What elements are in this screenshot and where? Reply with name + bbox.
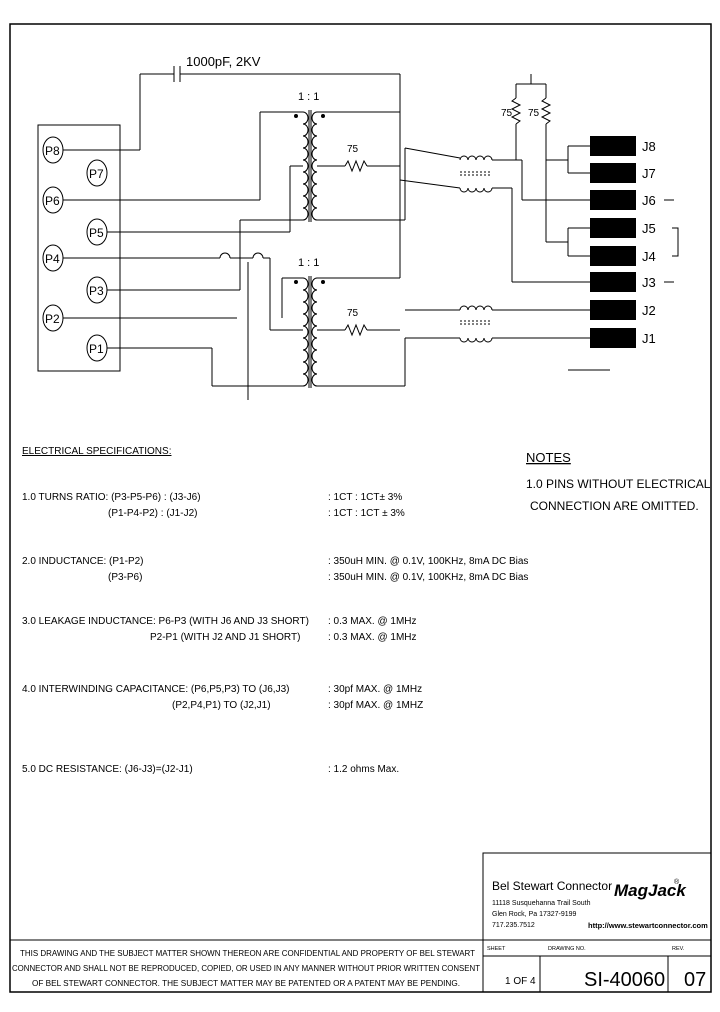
rj-jack-outline	[37, 124, 121, 372]
magjack-logo: MagJack	[614, 881, 687, 900]
specs-heading: ELECTRICAL SPECIFICATIONS:	[22, 446, 171, 457]
disclaimer-line: OF BEL STEWART CONNECTOR. THE SUBJECT MA…	[32, 978, 460, 988]
pin-j1	[590, 328, 636, 348]
sheet-value: 1 OF 4	[505, 976, 536, 987]
pin-j3	[590, 272, 636, 292]
transformer-top	[63, 110, 406, 291]
spec-row-right: : 0.3 MAX. @ 1MHz	[328, 616, 417, 627]
spec-row-right: : 350uH MIN. @ 0.1V, 100KHz, 8mA DC Bias	[328, 572, 528, 583]
pin-j4	[590, 246, 636, 266]
spec-row-left: 3.0 LEAKAGE INDUCTANCE: P6-P3 (WITH J6 A…	[22, 616, 309, 627]
company-address-2: Glen Rock, Pa 17327-9199	[492, 911, 577, 918]
company-address-1: 11118 Susquehanna Trail South	[492, 900, 591, 907]
pin-label-p1: P1	[89, 342, 104, 356]
resistor-label: 75	[528, 108, 540, 119]
spec-row-right: : 1CT : 1CT± 3%	[328, 492, 402, 503]
electrical-specifications: ELECTRICAL SPECIFICATIONS: 1.0 TURNS RAT…	[22, 446, 528, 775]
common-mode-chokes	[399, 147, 590, 343]
title-block-text: Bel Stewart Connector 11118 Susquehanna …	[487, 878, 708, 991]
pin-label-j4: J4	[642, 249, 656, 264]
notes-line: CONNECTION ARE OMITTED.	[530, 499, 699, 513]
spec-row-left: (P3-P6)	[108, 572, 142, 583]
resistor-label: 75	[347, 308, 359, 319]
pin-label-p7: P7	[89, 167, 104, 181]
spec-row-left: (P1-P4-P2) : (J1-J2)	[108, 508, 197, 519]
drawing-number-label: DRAWING NO.	[548, 946, 586, 952]
spec-row-right: : 1CT : 1CT ± 3%	[328, 508, 405, 519]
pin-label-p2: P2	[45, 312, 60, 326]
spec-row-right: : 30pf MAX. @ 1MHZ	[328, 700, 423, 711]
disclaimer-line: THIS DRAWING AND THE SUBJECT MATTER SHOW…	[20, 948, 476, 958]
spec-row-right: : 350uH MIN. @ 0.1V, 100KHz, 8mA DC Bias	[328, 556, 528, 567]
schematic-labels: 1000pF, 2KV 1 : 1 1 : 1 75 75 75 75 P8 P…	[45, 54, 656, 356]
notes-line: 1.0 PINS WITHOUT ELECTRICAL	[526, 477, 711, 491]
revision-label: REV.	[672, 946, 685, 952]
pin-label-j3: J3	[642, 275, 656, 290]
pin-label-p3: P3	[89, 284, 104, 298]
notes: NOTES 1.0 PINS WITHOUT ELECTRICAL CONNEC…	[526, 450, 711, 513]
spec-row-left: 4.0 INTERWINDING CAPACITANCE: (P6,P5,P3)…	[22, 684, 289, 695]
ratio-label-bottom: 1 : 1	[298, 257, 319, 269]
spec-row-right: : 1.2 ohms Max.	[328, 764, 399, 775]
spec-row-left: 2.0 INDUCTANCE: (P1-P2)	[22, 556, 144, 567]
sheet-label: SHEET	[487, 946, 506, 952]
disclaimer-line: CONNECTOR AND SHALL NOT BE REPRODUCED, C…	[12, 963, 481, 973]
registered-mark: ®	[674, 878, 680, 886]
j-pin-bars	[590, 136, 636, 348]
pin-label-j8: J8	[642, 139, 656, 154]
company-name: Bel Stewart Connector	[492, 879, 612, 893]
pin-j5	[590, 218, 636, 238]
termination-resistors	[510, 74, 568, 161]
spec-row-left: 5.0 DC RESISTANCE: (J6-J3)=(J2-J1)	[22, 764, 193, 775]
drawing-number: SI-40060	[584, 969, 665, 991]
pin-label-p6: P6	[45, 194, 60, 208]
pin-label-p5: P5	[89, 226, 104, 240]
pin-label-j6: J6	[642, 193, 656, 208]
pin-p7	[86, 159, 108, 187]
pin-j7	[590, 163, 636, 183]
notes-heading: NOTES	[526, 450, 571, 465]
sheet-border	[9, 23, 712, 993]
pin-label-j1: J1	[642, 331, 656, 346]
spec-row-left: 1.0 TURNS RATIO: (P3-P5-P6) : (J3-J6)	[22, 492, 201, 503]
revision-value: 07	[684, 969, 706, 991]
spec-row-left: P2-P1 (WITH J2 AND J1 SHORT)	[150, 632, 300, 643]
pin-label-j2: J2	[642, 303, 656, 318]
pin-j2	[590, 300, 636, 320]
spec-row-right: : 0.3 MAX. @ 1MHz	[328, 632, 417, 643]
confidentiality-notice: THIS DRAWING AND THE SUBJECT MATTER SHOW…	[12, 948, 481, 988]
resistor-label: 75	[501, 108, 513, 119]
pin-j6	[590, 190, 636, 210]
spec-row-right: : 30pf MAX. @ 1MHz	[328, 684, 422, 695]
title-block	[10, 852, 712, 993]
pin-label-p4: P4	[45, 252, 60, 266]
pin-label-j7: J7	[642, 166, 656, 181]
company-url: http://www.stewartconnector.com	[588, 921, 708, 930]
pin-label-p8: P8	[45, 144, 60, 158]
resistor-label: 75	[347, 144, 359, 155]
pin-label-j5: J5	[642, 221, 656, 236]
ratio-label-top: 1 : 1	[298, 91, 319, 103]
spec-row-left: (P2,P4,P1) TO (J2,J1)	[172, 700, 271, 711]
hv-capacitor	[63, 66, 401, 151]
capacitor-label: 1000pF, 2KV	[186, 54, 261, 69]
pin-j8	[590, 136, 636, 156]
company-phone: 717.235.7512	[492, 922, 535, 929]
schematic	[37, 66, 679, 400]
transformer-bottom	[63, 148, 406, 400]
j-side-wiring	[511, 145, 679, 371]
